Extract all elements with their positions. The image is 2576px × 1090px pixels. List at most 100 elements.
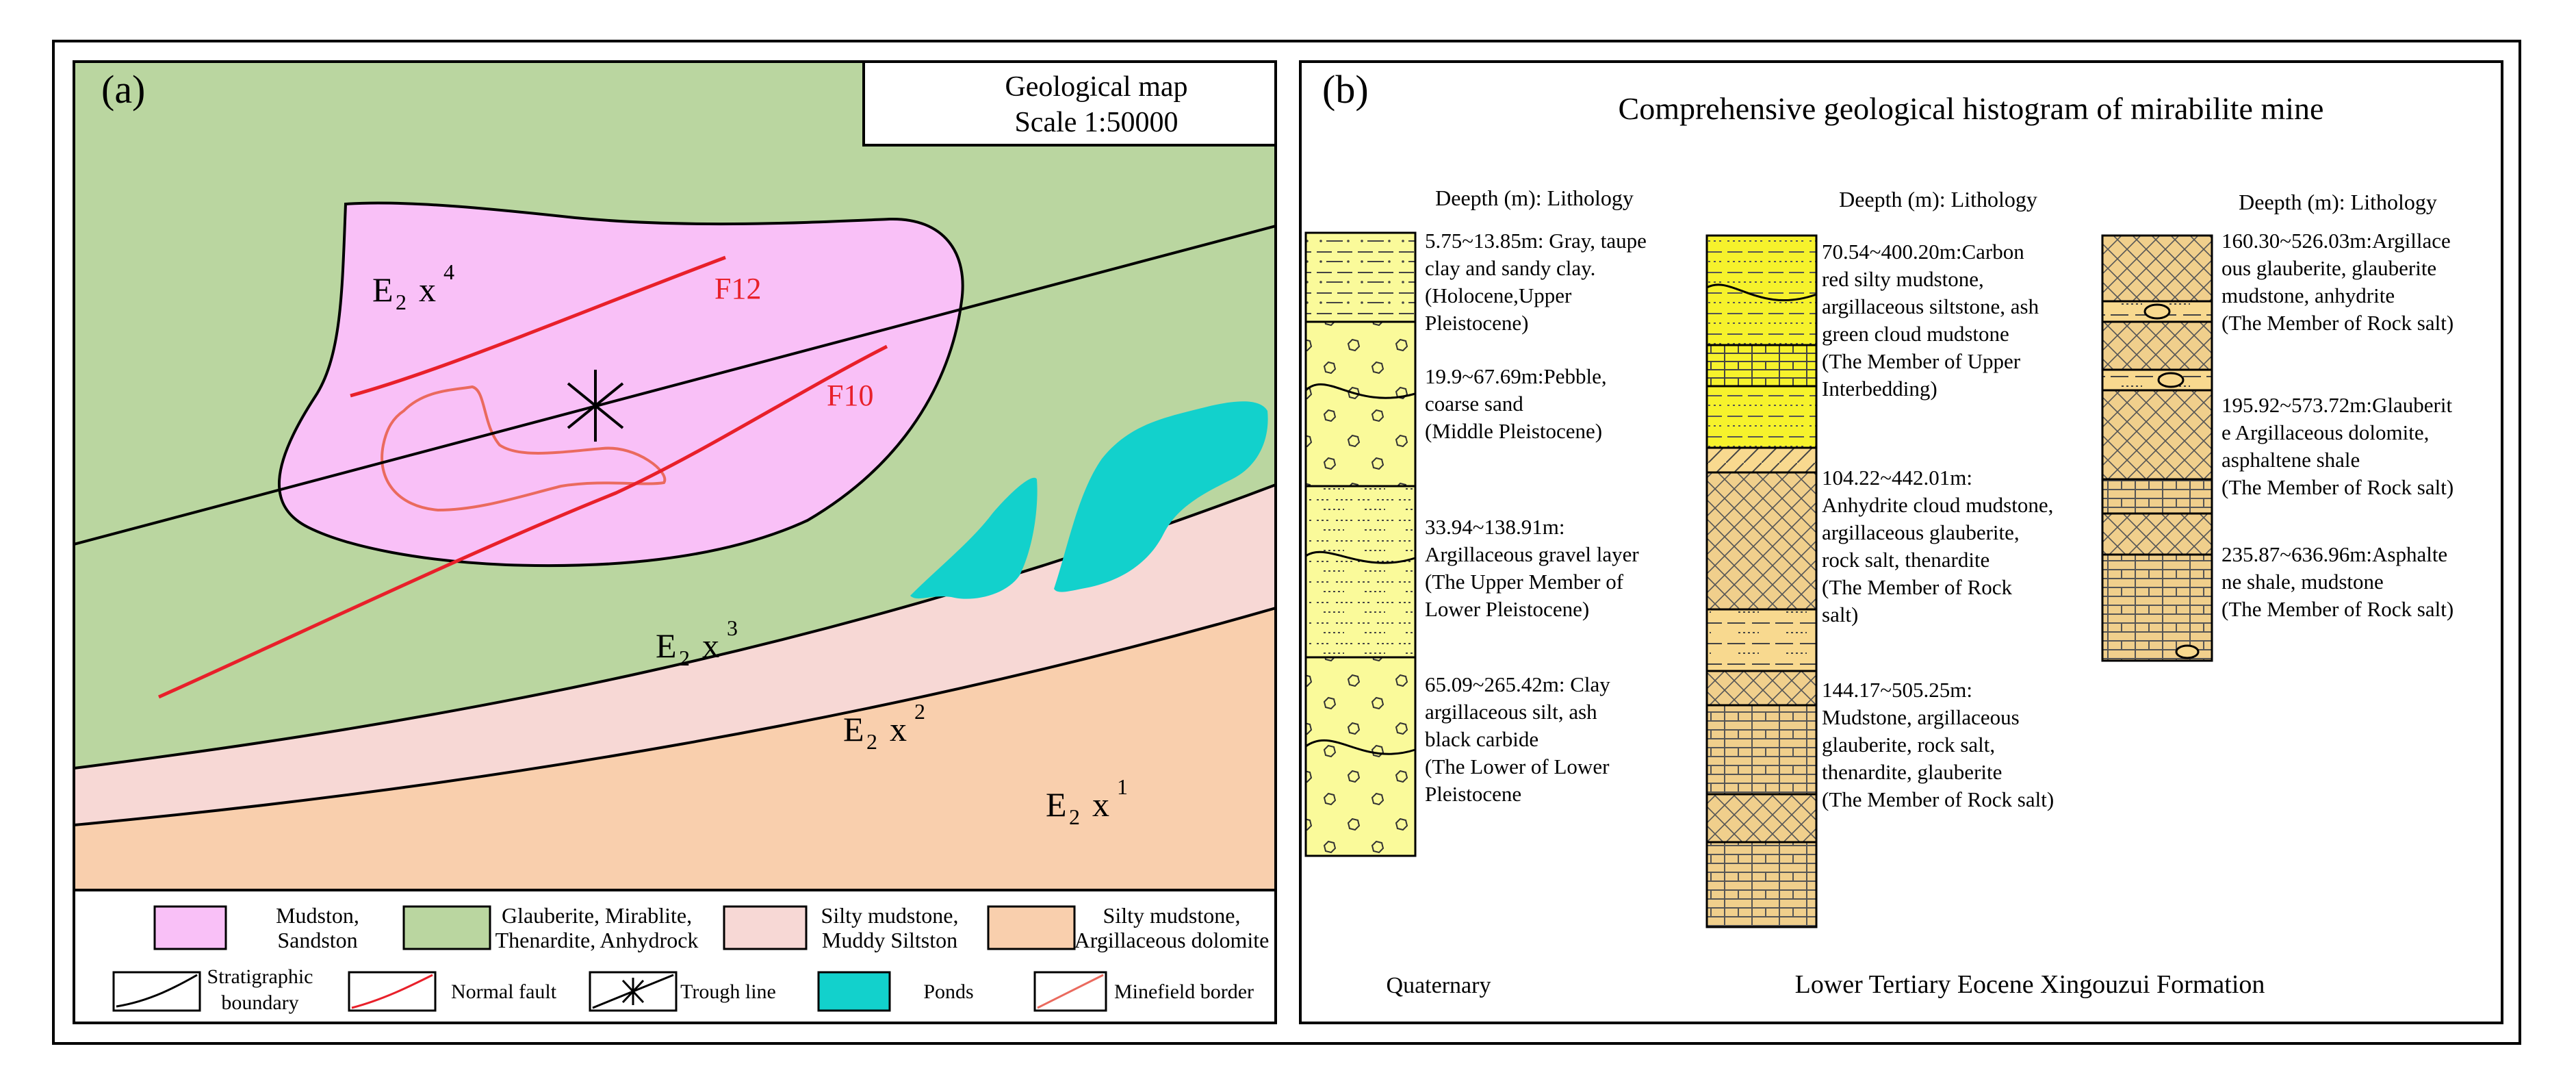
- svg-text:E: E: [843, 710, 864, 748]
- svg-text:4: 4: [443, 259, 454, 284]
- panel-b-label: (b): [1322, 67, 1369, 112]
- ponds-icon: [817, 971, 891, 1012]
- legend-label-boundary-1: Stratigraphic: [207, 965, 313, 988]
- lithology-column-3: [2101, 234, 2213, 662]
- svg-text:E: E: [656, 626, 677, 665]
- map-scale: Scale 1:50000: [1014, 107, 1178, 138]
- description-c2-e1-line4: green cloud mudstone: [1822, 322, 2009, 346]
- description-c3-e1-line3: mudstone, anhydrite: [2221, 283, 2395, 307]
- legend-label-fault: Normal fault: [451, 980, 557, 1003]
- svg-text:2: 2: [1069, 804, 1080, 829]
- legend-label-boundary-2: boundary: [221, 991, 298, 1014]
- layer-thenardite: [1705, 793, 1818, 844]
- fault-label-f10: F10: [827, 379, 873, 412]
- description-c1-e1-line2: clay and sandy clay.: [1425, 256, 1595, 280]
- trough-line-symbol: [567, 370, 624, 442]
- description-c2-e3-line3: glauberite, rock salt,: [1822, 733, 1995, 757]
- legend-label-silty-dolomite-2: Argillaceous dolomite: [1074, 928, 1270, 952]
- layer-mudstone: [1705, 704, 1818, 796]
- svg-text:1: 1: [1117, 774, 1128, 799]
- layer-clay: [1304, 231, 1417, 323]
- stratigraphic-boundary-line: [74, 225, 1276, 546]
- description-c1-e3-line4: Lower Pleistocene): [1425, 597, 1589, 621]
- histogram-title: Comprehensive geological histogram of mi…: [1619, 91, 2324, 126]
- description-c3-e2-line1: 195.92~573.72m:Glauberit: [2221, 393, 2452, 417]
- layer-anhydrite: [1705, 471, 1818, 611]
- description-c1-e3-line3: (The Upper Member of: [1425, 570, 1624, 594]
- figure-frame: [52, 40, 2521, 1045]
- layer-contact: [1705, 446, 1818, 474]
- svg-text:E: E: [1046, 785, 1067, 824]
- description-c2-e2-line1: 104.22~442.01m:: [1822, 466, 1972, 490]
- description-c2-e1-line5: (The Member of Upper: [1822, 349, 2021, 373]
- description-c1-e4-line1: 65.09~265.42m: Clay: [1425, 672, 1610, 696]
- description-c1-e3-line2: Argillaceous gravel layer: [1425, 542, 1639, 566]
- column-header-3: Deepth (m): Lithology: [2239, 190, 2437, 214]
- description-c2-e3-line4: thenardite, glauberite: [1822, 760, 2002, 784]
- svg-text:2: 2: [396, 290, 407, 314]
- description-c2-e2-line6: salt): [1822, 603, 1858, 626]
- description-c2-e1-line1: 70.54~400.20m:Carbon: [1822, 240, 2024, 264]
- minefield-border: [381, 385, 667, 512]
- legend-label-silty-muddy-1: Silty mudstone,: [821, 903, 959, 928]
- unit-label-x2: E 2 x 2: [843, 699, 925, 754]
- layer-glauberite: [1705, 608, 1818, 672]
- trough-line-icon: [589, 971, 678, 1012]
- description-c2-e1-line6: Interbedding): [1822, 377, 1937, 401]
- description-c3-e1-line4: (The Member of Rock salt): [2221, 311, 2453, 335]
- description-c3-e3-line3: (The Member of Rock salt): [2221, 597, 2453, 621]
- description-c3-e3-line2: ne shale, mudstone: [2221, 570, 2384, 594]
- layer-glauberite-2: [2101, 389, 2213, 481]
- legend-label-minefield: Minefield border: [1114, 980, 1254, 1003]
- description-c2-e1-line3: argillaceous siltstone, ash: [1822, 294, 2039, 318]
- description-c1-e3-line1: 33.94~138.91m:: [1425, 515, 1565, 539]
- description-c1-e1-line1: 5.75~13.85m: Gray, taupe: [1425, 229, 1647, 253]
- layer-shale: [2101, 512, 2213, 556]
- legend-label-trough: Trough line: [680, 980, 776, 1003]
- panel-a-label: (a): [101, 67, 145, 112]
- svg-text:x: x: [702, 626, 719, 665]
- legend-swatch-mudstone: [153, 905, 227, 950]
- description-c3-e3-line1: 235.87~636.96m:Asphalte: [2221, 542, 2447, 566]
- column-header-2: Deepth (m): Lithology: [1839, 187, 2037, 212]
- description-c3-e2-line3: asphaltene shale: [2221, 448, 2360, 472]
- svg-text:x: x: [1092, 785, 1109, 824]
- stratigraphic-boundary-icon: [112, 971, 201, 1012]
- svg-text:E: E: [372, 270, 394, 309]
- normal-fault-icon: [348, 971, 437, 1012]
- description-c2-e3-line5: (The Member of Rock salt): [1822, 787, 2054, 811]
- pond-large: [1054, 401, 1268, 592]
- layer-rock-salt: [1705, 670, 1818, 707]
- map-legend: Mudston, Sandston Glauberite, Mirablite,…: [73, 889, 1277, 1024]
- svg-text:x: x: [890, 710, 907, 748]
- legend-label-silty-muddy-2: Muddy Siltston: [822, 928, 957, 952]
- svg-text:2: 2: [866, 729, 877, 754]
- unit-label-x1: E 2 x 1: [1046, 774, 1128, 829]
- description-c2-e2-line5: (The Member of Rock: [1822, 575, 2013, 599]
- lithology-column-2: [1705, 234, 1818, 928]
- panel-a-geological-map: (a) Geological map Scale 1:50000 E 2 x 4…: [73, 60, 1277, 1024]
- description-c2-e2-line2: Anhydrite cloud mudstone,: [1822, 493, 2053, 517]
- map-title: Geological map: [1005, 71, 1187, 103]
- column-header-1: Deepth (m): Lithology: [1435, 186, 1634, 210]
- fault-f10: [157, 344, 888, 699]
- description-c2-e1-line2: red silty mudstone,: [1822, 267, 1984, 291]
- description-c1-e4-line2: argillaceous silt, ash: [1425, 700, 1597, 724]
- lithology-column-1: [1304, 231, 1417, 857]
- layer-asphaltene-shale: [2101, 553, 2213, 662]
- minefield-border-icon: [1033, 971, 1107, 1012]
- description-c2-e2-line4: rock salt, thenardite: [1822, 548, 1989, 572]
- description-c1-e2-line2: coarse sand: [1425, 392, 1523, 416]
- legend-label-mudstone-2: Sandston: [277, 928, 357, 952]
- layer-glauberite-mudstone: [2101, 320, 2213, 371]
- boundary-x2-x1: [74, 607, 1276, 826]
- layer-glauberite-base: [1705, 841, 1818, 928]
- layer-anhydrite-band-2: [2101, 368, 2213, 392]
- description-c2-e3-line1: 144.17~505.25m:: [1822, 678, 1972, 702]
- panel-b-histogram: (b) Comprehensive geological histogram o…: [1299, 60, 2503, 1024]
- description-c1-e1-line3: (Holocene,Upper: [1425, 283, 1572, 307]
- svg-text:3: 3: [727, 616, 738, 640]
- description-c1-e4-line4: (The Lower of Lower: [1425, 755, 1610, 778]
- pond-small: [910, 477, 1038, 599]
